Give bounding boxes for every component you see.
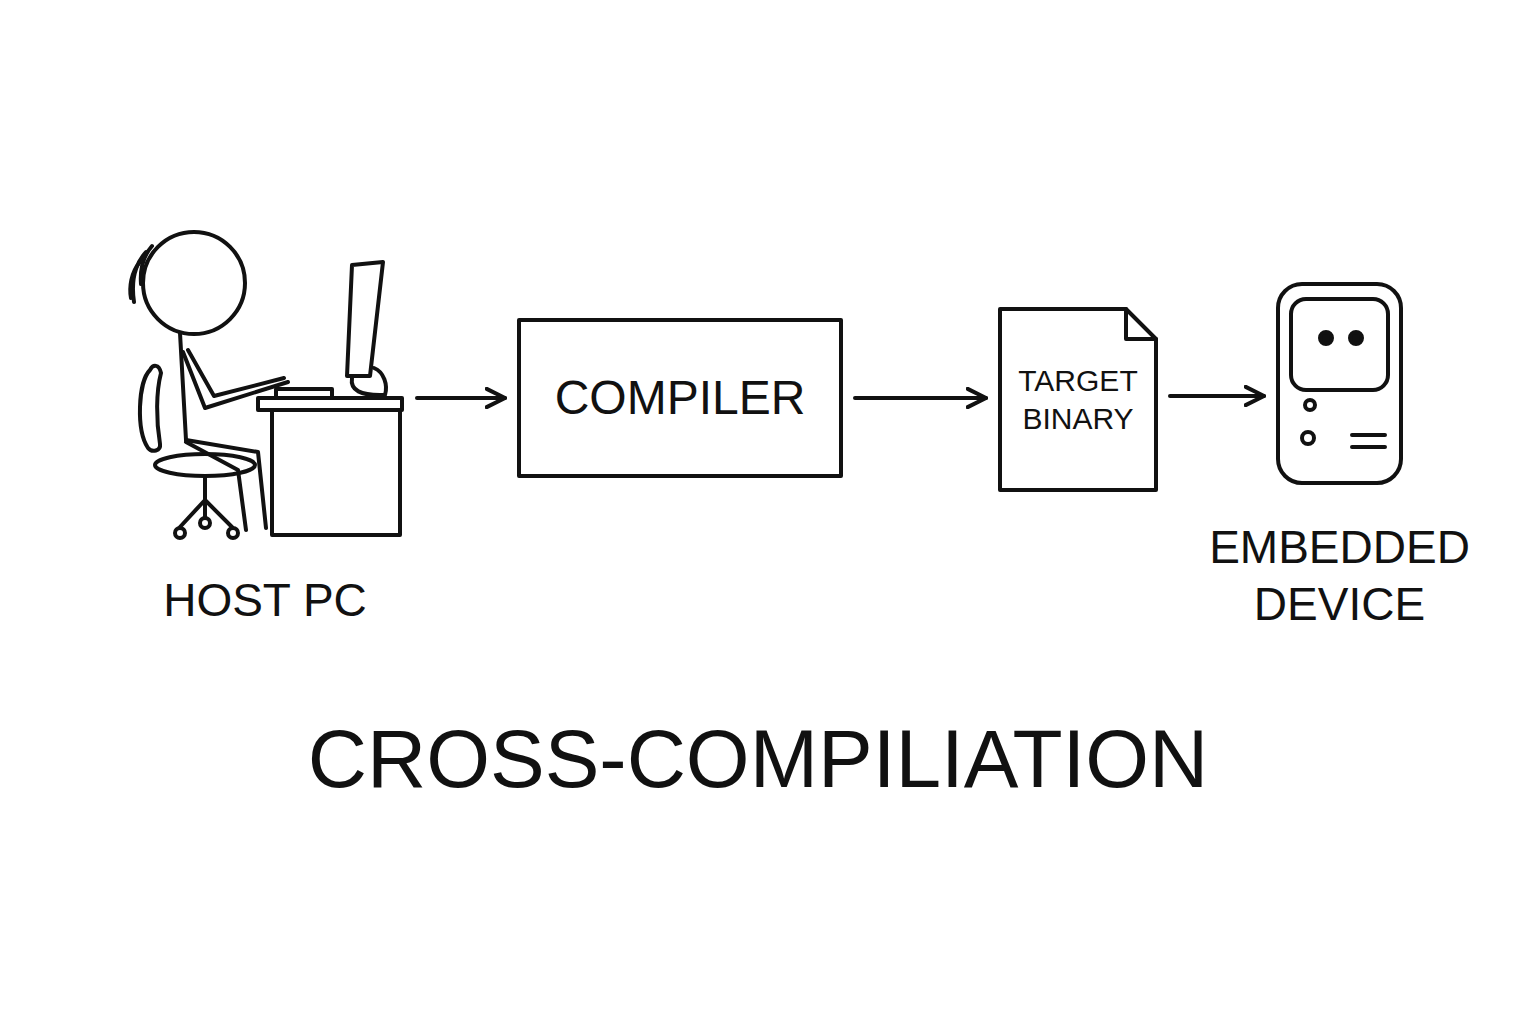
device-details: [1291, 299, 1388, 447]
embedded-device-outline: [1276, 282, 1403, 485]
chair-wheel: [200, 518, 210, 528]
arm: [188, 350, 284, 396]
chair-wheel: [228, 528, 238, 538]
monitor: [347, 262, 383, 376]
node-label: HOST PC: [105, 573, 425, 627]
device-button: [1305, 400, 1315, 410]
chair-wheel: [175, 528, 185, 538]
chair-seat: [155, 454, 255, 476]
keyboard: [276, 389, 332, 398]
device-button: [1302, 432, 1314, 444]
device-eye: [1350, 332, 1362, 344]
torso: [180, 333, 186, 440]
flow-arrow: [855, 396, 986, 400]
monitor-stand: [352, 368, 386, 395]
flow-arrow: [1170, 394, 1264, 398]
node-label: EMBEDDED DEVICE: [1190, 519, 1490, 633]
node-label: COMPILER: [555, 370, 806, 426]
device-slot: [1352, 435, 1385, 447]
desk-body: [272, 410, 400, 535]
box-border: [519, 320, 841, 476]
head: [143, 232, 245, 334]
host-pc-figure: [130, 232, 402, 538]
device-screen: [1291, 299, 1388, 390]
host-pc: HOST PC: [125, 230, 405, 545]
document-border: [1000, 309, 1156, 490]
flow-arrow: [417, 396, 505, 400]
device-body: [1278, 284, 1401, 483]
chair-back: [140, 366, 161, 451]
compiler-box: COMPILER: [517, 318, 843, 478]
target-binary-file: TARGET BINARY: [998, 307, 1158, 492]
device-eye: [1320, 332, 1332, 344]
embedded-device: EMBEDDED DEVICE: [1276, 282, 1403, 485]
diagram-title: CROSS-COMPILIATION: [0, 712, 1516, 806]
hair: [130, 262, 140, 298]
hair: [141, 246, 152, 284]
chair-base: [180, 476, 232, 527]
document-fold: [1126, 309, 1156, 339]
target-binary-file-outline: [998, 307, 1158, 492]
node-label: TARGET BINARY: [1012, 362, 1144, 438]
